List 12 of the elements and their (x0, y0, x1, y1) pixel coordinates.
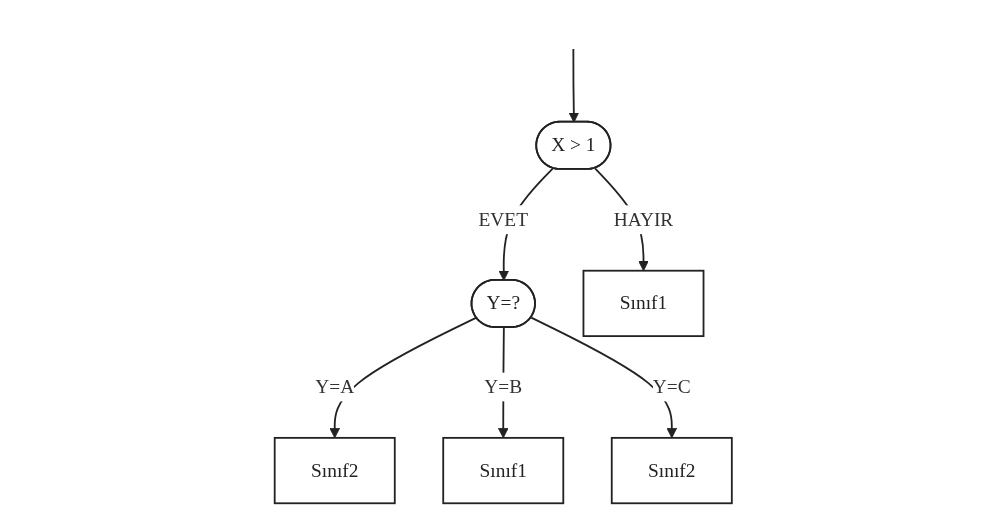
edge-label: EVET (478, 208, 528, 230)
edge-label: Y=C (652, 375, 691, 397)
arrow (530, 316, 677, 438)
arrow (329, 316, 478, 438)
arrow (568, 47, 579, 123)
node-box: Sınıf2 (610, 436, 733, 504)
edge-label: HAYIR (613, 208, 674, 230)
node-box: Sınıf2 (273, 436, 396, 504)
edge-label: Y=B (484, 375, 522, 397)
node-box: Sınıf1 (582, 269, 705, 337)
node-box: Sınıf1 (442, 436, 564, 504)
edge-label: Y=A (315, 375, 354, 397)
